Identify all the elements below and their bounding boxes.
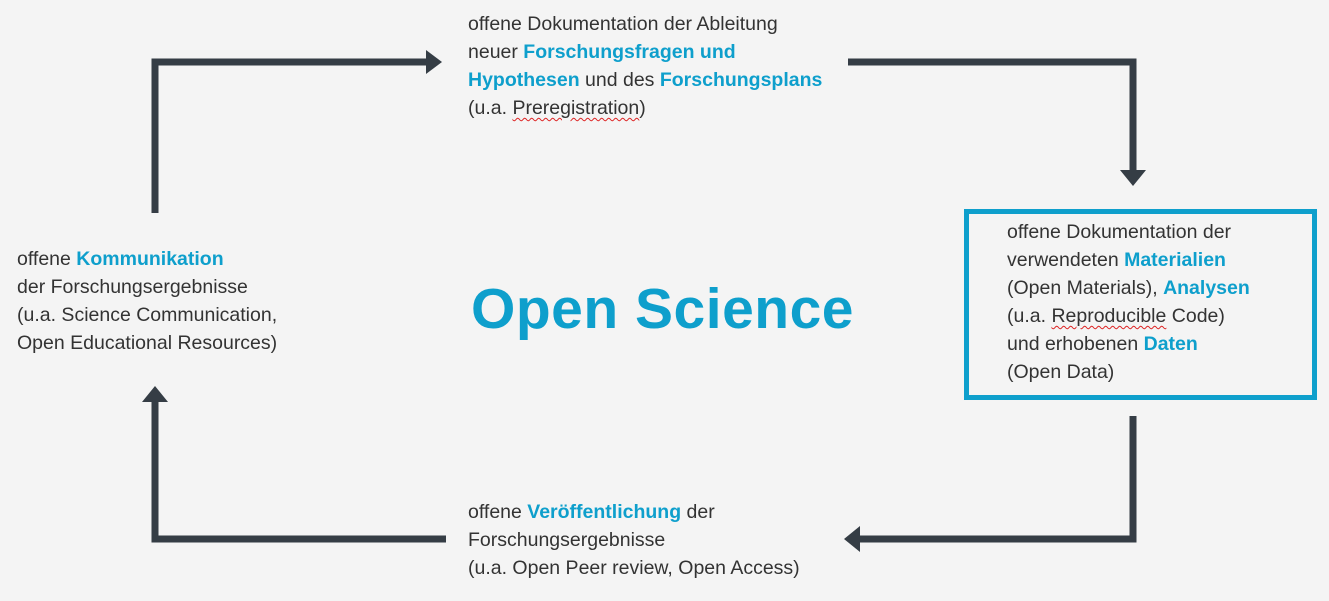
diagram-title: Open Science <box>471 277 854 341</box>
text-line: offene Veröffentlichung der <box>468 501 715 523</box>
text-line: (u.a. Science Communication, <box>17 304 278 326</box>
keyword-materialien: Materialien <box>1124 249 1226 271</box>
text-line: Forschungsergebnisse <box>468 529 666 551</box>
arrowhead-down <box>1120 170 1146 186</box>
text-line: offene Dokumentation der Ableitung <box>468 13 778 35</box>
step-communication: offene Kommunikation der Forschungsergeb… <box>17 245 277 357</box>
arrowhead-left <box>844 526 860 552</box>
text-line: neuer Forschungsfragen und <box>468 41 736 63</box>
arrowhead-right <box>426 50 442 74</box>
text-line: (Open Materials), Analysen <box>1007 277 1250 299</box>
keyword-veroeffentlichung: Veröffentlichung <box>527 501 682 523</box>
keyword-hypothesen: Hypothesen <box>468 69 580 91</box>
text-line: der Forschungsergebnisse <box>17 276 248 298</box>
keyword-forschungsplans: Forschungsplans <box>659 69 823 91</box>
spellcheck-word: Preregistration <box>512 97 640 119</box>
step-publication: offene Veröffentlichung der Forschungser… <box>468 498 800 582</box>
text-line: und erhobenen Daten <box>1007 333 1198 355</box>
keyword-daten: Daten <box>1143 333 1198 355</box>
text-line: (u.a. Preregistration) <box>468 97 646 119</box>
text-line: (u.a. Reproducible Code) <box>1007 305 1225 327</box>
text-line: offene Dokumentation der <box>1007 221 1232 243</box>
text-line: (u.a. Open Peer review, Open Access) <box>468 557 800 579</box>
arrow-top-to-right <box>848 58 1137 170</box>
text-line: offene Kommunikation <box>17 248 224 270</box>
highlight-frame <box>964 209 1317 400</box>
arrowhead-up <box>142 386 168 402</box>
step-research-questions: offene Dokumentation der Ableitung neuer… <box>468 10 822 122</box>
keyword-analysen: Analysen <box>1163 277 1250 299</box>
arrow-bottom-to-left <box>151 402 446 543</box>
arrow-left-to-top <box>151 58 428 213</box>
text-line: verwendeten Materialien <box>1007 249 1226 271</box>
text-line: (Open Data) <box>1007 361 1115 383</box>
text-line: Open Educational Resources) <box>17 332 278 354</box>
text-line: Hypothesen und des Forschungsplans <box>468 69 823 91</box>
spellcheck-word: Reproducible <box>1051 305 1167 327</box>
step-materials-analyses-data: offene Dokumentation der verwendeten Mat… <box>1007 218 1250 386</box>
keyword-kommunikation: Kommunikation <box>76 248 224 270</box>
keyword-forschungsfragen: Forschungsfragen und <box>523 41 736 63</box>
arrow-right-to-bottom <box>860 416 1137 543</box>
